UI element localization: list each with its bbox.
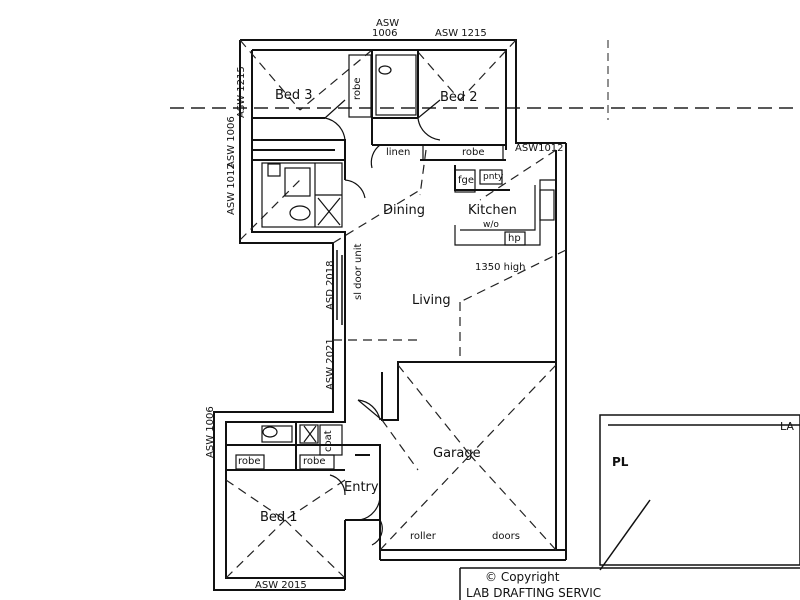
window-label-left-1006: ASW 1006 xyxy=(226,116,237,168)
window-label-left-1012: ASW 1012 xyxy=(226,163,237,215)
room-label-bed3: Bed 3 xyxy=(275,88,313,103)
drafting-firm-text: LAB DRAFTING SERVIC xyxy=(466,586,602,600)
room-label-dining: Dining xyxy=(383,203,425,218)
title-block-lines xyxy=(459,414,800,600)
window-label-bed1-1006: ASW 1006 xyxy=(205,406,216,458)
roof-lines xyxy=(225,39,567,579)
sliding-door-frame xyxy=(336,250,343,325)
hotplate-label: hp xyxy=(508,233,521,244)
room-label-bed1: Bed 1 xyxy=(260,510,298,525)
room-label-garage: Garage xyxy=(433,446,481,461)
window-label-bed1-2015: ASW 2015 xyxy=(255,580,307,591)
window-label-top-1215: ASW 1215 xyxy=(435,28,487,39)
window-label-top-asw: ASW xyxy=(376,18,400,29)
window-label-top-1006: 1006 xyxy=(372,28,398,39)
window-label-left-1215: ASW 1215 xyxy=(236,66,247,118)
robe-label-bed1-b: robe xyxy=(303,456,326,467)
roller-label: roller xyxy=(410,531,436,542)
coat-label: coat xyxy=(323,430,334,452)
copyright-text: © Copyright xyxy=(485,570,560,584)
window-label-asw-2021: ASW 2021 xyxy=(325,338,336,390)
kitchen-benches xyxy=(454,169,555,246)
fridge-label: fge xyxy=(458,175,475,186)
room-label-bed2: Bed 2 xyxy=(440,90,478,105)
room-label-entry: Entry xyxy=(344,480,379,495)
pantry-label: pnty xyxy=(483,172,504,182)
side-panel-label-a: LA xyxy=(780,420,794,433)
robe-label-hall: robe xyxy=(462,147,485,158)
wardrobes xyxy=(235,54,504,470)
room-label-kitchen: Kitchen xyxy=(468,203,517,218)
robe-label-bed3: robe xyxy=(352,77,363,100)
linen-label: linen xyxy=(386,147,411,158)
bench-height-label: 1350 high xyxy=(475,262,526,273)
bathroom-fixtures xyxy=(261,65,392,444)
robe-label-bed1-a: robe xyxy=(238,456,261,467)
room-label-living: Living xyxy=(412,293,451,308)
interior-walls xyxy=(226,50,510,471)
door-swings xyxy=(324,99,441,546)
side-panel-label-b: PL xyxy=(612,455,629,469)
doors-label: doors xyxy=(492,531,520,542)
slider-label: sl door unit xyxy=(353,243,364,300)
door-label-asd-2018: ASD 2018 xyxy=(325,260,336,310)
window-label-kitchen-1012: ASW1012 xyxy=(515,143,564,154)
wall-oven-label: w/o xyxy=(483,220,499,230)
